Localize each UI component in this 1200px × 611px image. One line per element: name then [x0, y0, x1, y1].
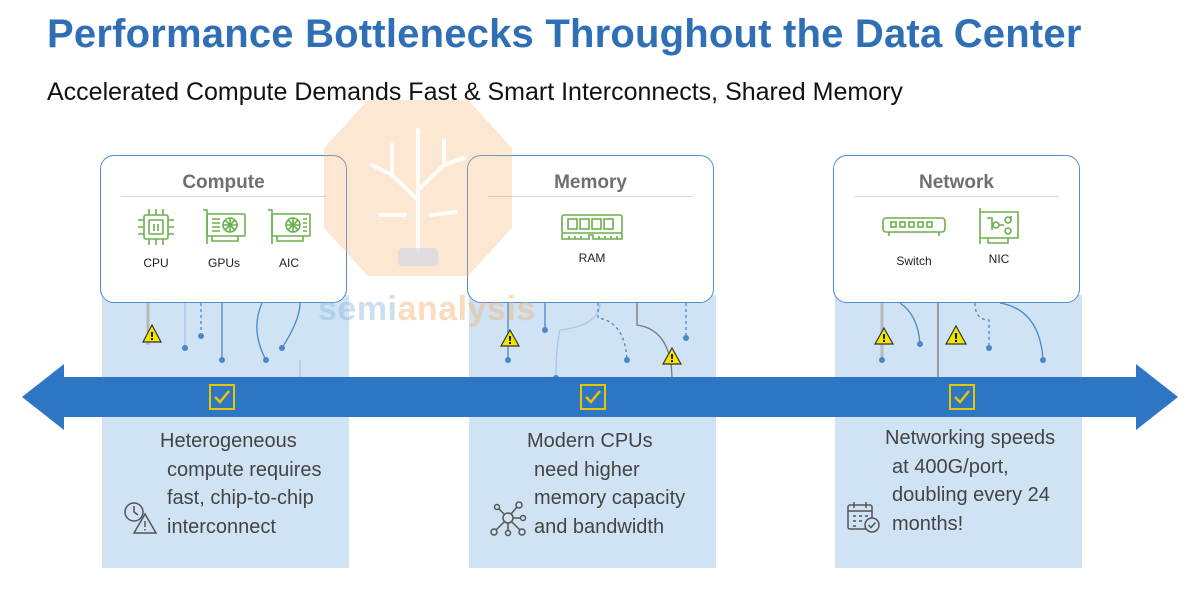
network-card: Network Switch [833, 155, 1080, 303]
aic-item: AIC [259, 206, 319, 270]
warning-icon: ! [944, 324, 968, 345]
description-line: at 400G/port, [892, 455, 1009, 478]
description-line: interconnect [167, 515, 276, 538]
item-label: AIC [278, 256, 299, 270]
description-line: need higher [534, 458, 640, 481]
checkmark-icon [585, 390, 601, 404]
gpu-item: GPUs [194, 206, 254, 270]
network-description: Networking speeds at 400G/port, doubling… [885, 424, 1055, 538]
network-hub-icon [490, 501, 527, 537]
item-label: CPU [143, 256, 169, 270]
page-subtitle: Accelerated Compute Demands Fast & Smart… [47, 78, 903, 106]
description-line: fast, chip-to-chip [167, 487, 314, 509]
gpu-icon [203, 209, 246, 244]
item-label: GPUs [207, 256, 240, 270]
watermark-part1: semi [318, 290, 398, 328]
clock-warning-icon [124, 502, 158, 534]
svg-text:!: ! [149, 330, 154, 343]
compute-description: Heterogeneous compute requires fast, chi… [160, 427, 322, 541]
item-label: NIC [988, 252, 1010, 266]
checkbox-memory [580, 384, 606, 410]
switch-item: Switch [879, 214, 949, 268]
memory-card: Memory RAM [467, 155, 714, 303]
checkbox-compute [209, 384, 235, 410]
description-line: Heterogeneous [160, 430, 297, 452]
card-title: Memory [554, 172, 627, 193]
item-label: RAM [578, 251, 606, 265]
svg-text:!: ! [507, 334, 512, 347]
description-line: and bandwidth [534, 515, 665, 538]
checkbox-network [949, 384, 975, 410]
item-label: Switch [896, 254, 932, 268]
ram-item: RAM [559, 211, 625, 265]
aic-icon [268, 209, 311, 244]
card-title: Network [919, 172, 994, 193]
nic-icon [979, 208, 1019, 244]
warning-icon: ! [661, 346, 683, 365]
compute-card: Compute CPU GPUs [100, 155, 347, 303]
description-line: Modern CPUs [527, 430, 653, 452]
description-line: Networking speeds [885, 427, 1056, 449]
checkmark-icon [214, 390, 230, 404]
description-line: compute requires [167, 458, 322, 481]
card-divider [121, 196, 326, 197]
calendar-check-icon [847, 502, 880, 533]
description-line: doubling every 24 [892, 484, 1050, 506]
description-line: months! [892, 512, 964, 535]
memory-description: Modern CPUs need higher memory capacity … [527, 427, 685, 541]
svg-text:!: ! [953, 331, 958, 345]
warning-icon: ! [873, 326, 895, 345]
card-title: Compute [182, 172, 265, 193]
card-divider [488, 196, 693, 197]
switch-icon [882, 217, 946, 236]
cpu-icon [138, 209, 174, 245]
warning-icon: ! [142, 323, 162, 343]
nic-item: NIC [972, 204, 1026, 266]
checkmark-icon [954, 390, 970, 404]
card-divider [854, 196, 1059, 197]
ram-icon [561, 214, 623, 240]
cpu-item: CPU [126, 206, 186, 270]
svg-text:!: ! [881, 332, 886, 345]
warning-icon: ! [499, 328, 521, 347]
page-title: Performance Bottlenecks Throughout the D… [47, 12, 1082, 56]
watermark-text: semianalysis [318, 290, 536, 329]
description-line: memory capacity [534, 487, 686, 509]
svg-text:!: ! [669, 352, 674, 365]
watermark-part2: analysis [397, 290, 536, 328]
